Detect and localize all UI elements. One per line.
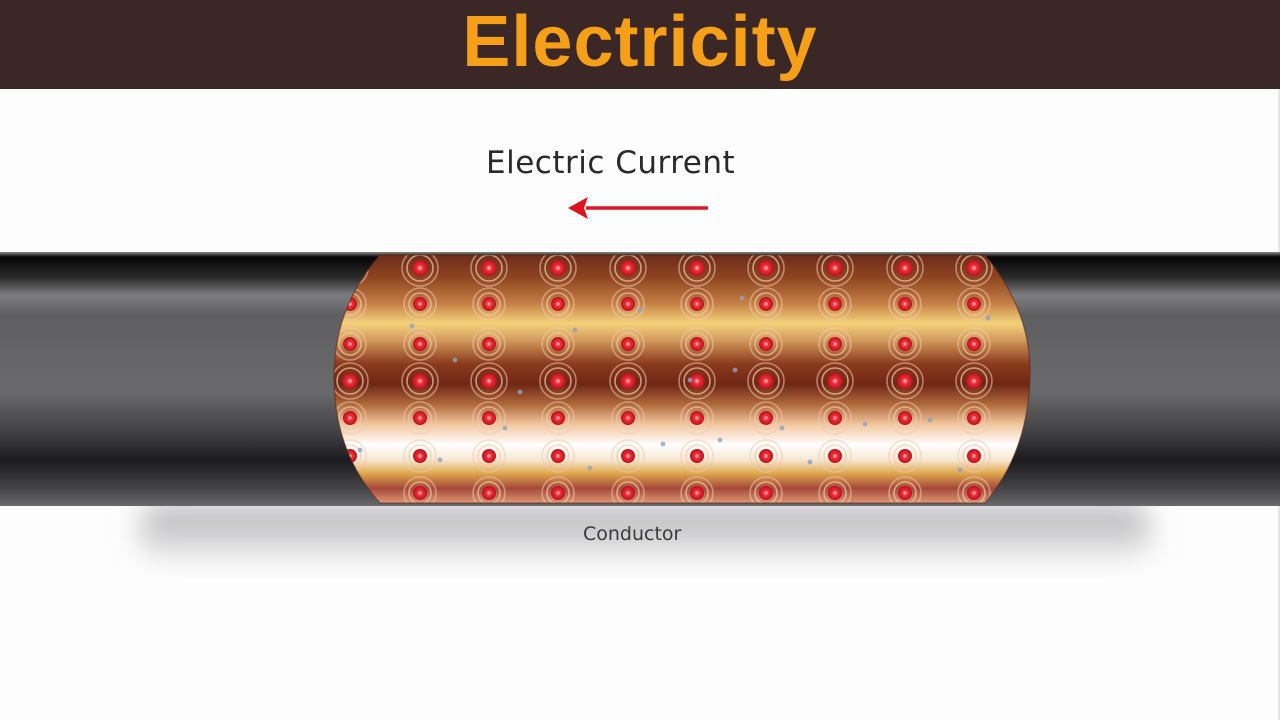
electron-icon — [717, 437, 723, 443]
electron-icon — [807, 459, 813, 465]
atom-icon — [403, 401, 437, 435]
atom-icon — [611, 287, 645, 321]
atom-icon — [539, 255, 577, 287]
atom-icon — [957, 439, 991, 473]
electron-icon — [517, 389, 523, 395]
atom-icon — [749, 439, 783, 473]
atom-icon — [541, 476, 575, 503]
atom-icon — [747, 255, 785, 287]
atom-icon — [401, 362, 439, 400]
atom-icon — [403, 476, 437, 503]
electron-icon — [732, 367, 738, 373]
atom-icon — [541, 439, 575, 473]
electron-icon — [862, 421, 868, 427]
atom-icon — [403, 287, 437, 321]
atom-icon — [749, 327, 783, 361]
electron-icon — [452, 357, 458, 363]
atom-icon — [886, 362, 924, 400]
atom-icon — [403, 439, 437, 473]
atom-icon — [818, 401, 852, 435]
atom-icon — [957, 287, 991, 321]
atom-icon — [541, 327, 575, 361]
electric-current-label: Electric Current — [486, 145, 736, 181]
atom-icon — [888, 476, 922, 503]
atom-icon — [816, 255, 854, 287]
atom-icon — [678, 362, 716, 400]
atom-icon — [470, 362, 508, 400]
page-title: Electricity — [462, 2, 818, 82]
conductor-wire — [0, 252, 1280, 506]
electron-icon — [985, 315, 991, 321]
atom-icon — [334, 401, 367, 435]
atom-icon — [611, 476, 645, 503]
atom-icon — [888, 439, 922, 473]
atom-icon — [818, 287, 852, 321]
atom-icon — [609, 362, 647, 400]
atom-icon — [747, 362, 785, 400]
electron-icon — [957, 467, 963, 473]
atom-icon — [888, 327, 922, 361]
atom-icon — [334, 362, 369, 400]
atom-icon — [955, 362, 993, 400]
electron-icon — [502, 425, 508, 431]
atom-icon — [680, 476, 714, 503]
atom-icon — [816, 362, 854, 400]
atom-icon — [470, 255, 508, 287]
atom-icon — [818, 327, 852, 361]
copper-core — [334, 255, 1031, 503]
atom-icon — [472, 287, 506, 321]
atom-icon — [680, 327, 714, 361]
electron-icon — [687, 377, 693, 383]
atom-icon — [403, 327, 437, 361]
electron-icon — [357, 447, 363, 453]
electron-icon — [779, 425, 785, 431]
electron-icon — [572, 327, 578, 333]
atom-icon — [888, 287, 922, 321]
atom-icon — [541, 287, 575, 321]
atom-icon — [957, 327, 991, 361]
atom-icon — [401, 255, 439, 287]
atom-icon — [472, 327, 506, 361]
electron-icon — [660, 441, 666, 447]
atom-icon — [818, 476, 852, 503]
electron-icon — [409, 323, 415, 329]
atom-icon — [678, 255, 716, 287]
atom-icon — [611, 439, 645, 473]
atom-icon — [749, 287, 783, 321]
atom-icon — [680, 439, 714, 473]
atom-icon — [611, 401, 645, 435]
atom-icon — [680, 401, 714, 435]
electron-icon — [637, 307, 643, 313]
atom-icon — [888, 401, 922, 435]
atom-icon — [957, 401, 991, 435]
electron-icon — [587, 465, 593, 471]
atom-icon — [955, 255, 993, 287]
atom-icon — [886, 255, 924, 287]
title-banner — [0, 0, 1280, 89]
current-direction-arrow-icon — [568, 197, 708, 219]
atom-icon — [609, 255, 647, 287]
atom-icon — [749, 401, 783, 435]
atom-icon — [472, 476, 506, 503]
atom-icon — [539, 362, 577, 400]
atom-icon — [541, 401, 575, 435]
conductor-label: Conductor — [583, 523, 682, 545]
atom-icon — [611, 327, 645, 361]
atom-icon — [749, 476, 783, 503]
atom-icon — [818, 439, 852, 473]
electron-icon — [437, 457, 443, 463]
electron-icon — [739, 295, 745, 301]
electron-icon — [927, 417, 933, 423]
atom-icon — [957, 476, 991, 503]
atom-icon — [334, 327, 367, 361]
conductor-shadow — [140, 504, 1150, 560]
atom-icon — [680, 287, 714, 321]
atom-icon — [472, 439, 506, 473]
atom-icon — [472, 401, 506, 435]
